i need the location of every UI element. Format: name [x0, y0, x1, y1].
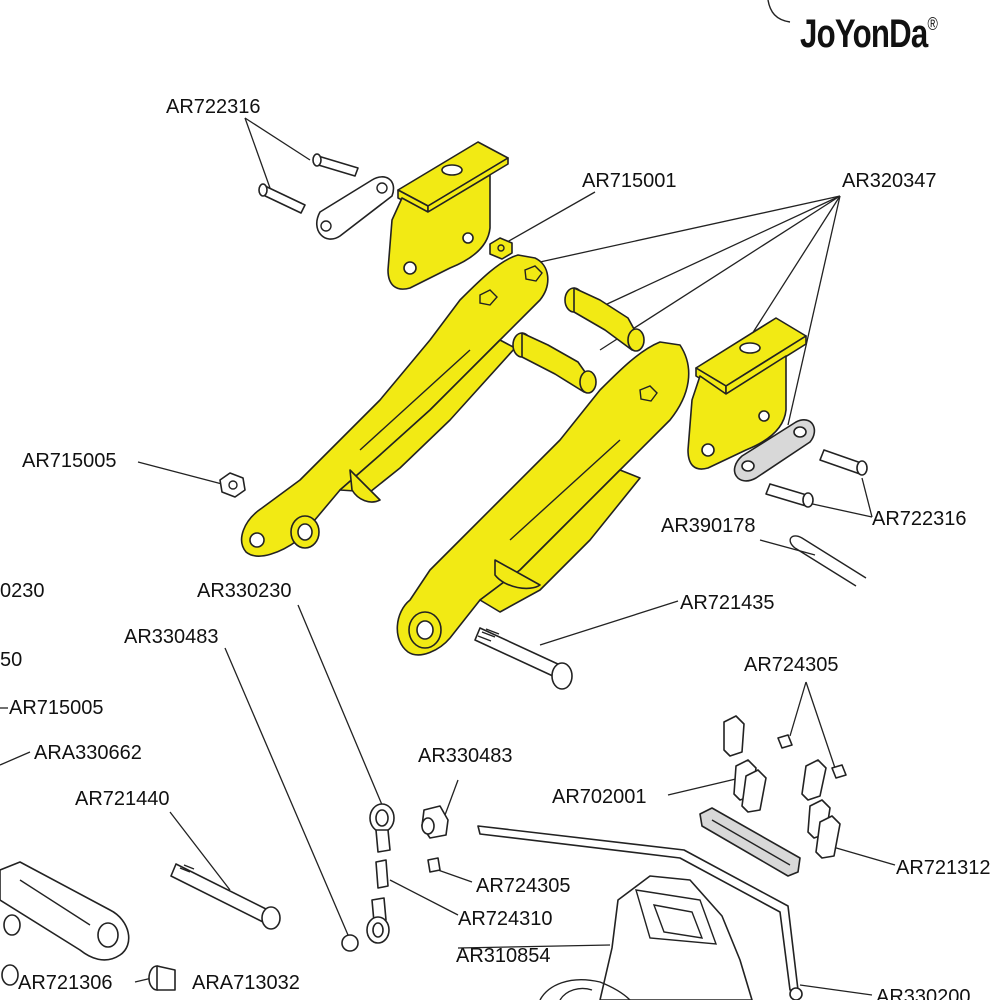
- label-ar722316-right: AR722316: [872, 508, 967, 530]
- spacer-small: [427, 857, 441, 873]
- label-ar330483-left: AR330483: [124, 626, 219, 648]
- leader-lines: [0, 117, 896, 996]
- pin-right-2: [765, 483, 814, 508]
- long-rod: [477, 825, 803, 1000]
- rod-end-upper: [369, 803, 395, 853]
- label-ar724310: AR724310: [458, 908, 553, 930]
- long-pin-lower: [474, 627, 573, 690]
- lower-arm-fragment: [0, 861, 130, 961]
- label-ar390178: AR390178: [661, 515, 756, 537]
- label-ar320347: AR320347: [842, 170, 937, 192]
- ball-cup: [421, 805, 449, 839]
- label-ar721306: AR721306: [18, 972, 113, 994]
- ball-stud: [341, 934, 359, 952]
- rod-thread: [375, 859, 389, 889]
- bottom-washer: [148, 965, 176, 991]
- label-50-left: 50: [0, 649, 22, 671]
- label-ar722316-top: AR722316: [166, 96, 261, 118]
- label-ar330483-mid: AR330483: [418, 745, 513, 767]
- long-pin-left: [170, 863, 281, 930]
- nut-small: [489, 237, 513, 260]
- label-0230-left: 0230: [0, 580, 45, 602]
- label-ar721435: AR721435: [680, 592, 775, 614]
- flat-link-left: [316, 176, 395, 240]
- label-ar715005: AR715005: [22, 450, 117, 472]
- pin-right-1: [819, 449, 868, 476]
- pin-top-1: [312, 153, 359, 177]
- upper-mount-right: [687, 317, 807, 470]
- label-ar724305-top: AR724305: [744, 654, 839, 676]
- nut-large: [219, 472, 246, 498]
- r-clip: [789, 535, 867, 587]
- label-ar330200: AR330200: [876, 986, 971, 1000]
- label-ar724305-mid: AR724305: [476, 875, 571, 897]
- label-ar721312: AR721312: [896, 857, 991, 879]
- flat-link-right: [733, 419, 816, 482]
- pin-top-2: [258, 183, 306, 214]
- label-ar721440: AR721440: [75, 788, 170, 810]
- part-labels: AR722316 AR715001 AR320347 AR715005 AR72…: [0, 96, 991, 1000]
- bushing-lower: [512, 332, 597, 394]
- bottom-ring: [1, 964, 19, 986]
- label-ar702001: AR702001: [552, 786, 647, 808]
- label-ara330662: ARA330662: [34, 742, 142, 764]
- screw-set: [723, 715, 847, 859]
- upper-mount-left: [387, 141, 509, 290]
- label-ar715005-left: AR715005: [9, 697, 104, 719]
- label-ar715001: AR715001: [582, 170, 677, 192]
- label-ar330230: AR330230: [197, 580, 292, 602]
- label-ar310854: AR310854: [456, 945, 551, 967]
- hook-line: [767, 0, 791, 23]
- gearbox-housing: [539, 875, 753, 1000]
- label-ara713032: ARA713032: [192, 972, 300, 994]
- suspension-arm-right: [396, 341, 690, 656]
- brace-plate: [699, 807, 801, 877]
- bushing-upper: [564, 287, 645, 352]
- rod-end-lower: [366, 897, 390, 944]
- brand-logo: JoYonDa®: [800, 12, 938, 56]
